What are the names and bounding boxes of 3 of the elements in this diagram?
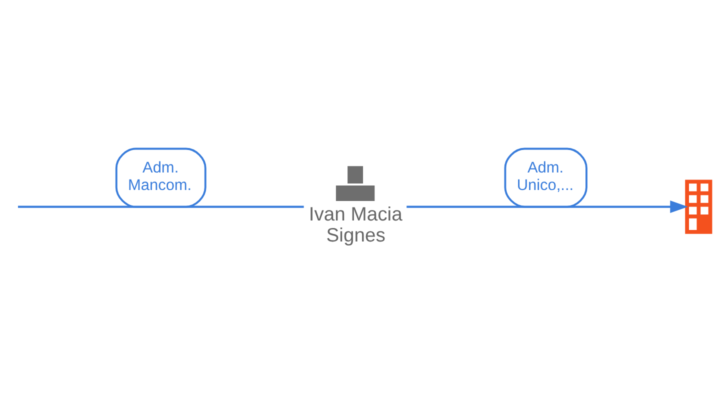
edge-label: Adm. Unico,...: [516, 160, 574, 194]
edge-label: Adm. Mancom.: [128, 160, 192, 194]
node-label: Ivan Macia Signes: [308, 203, 402, 247]
